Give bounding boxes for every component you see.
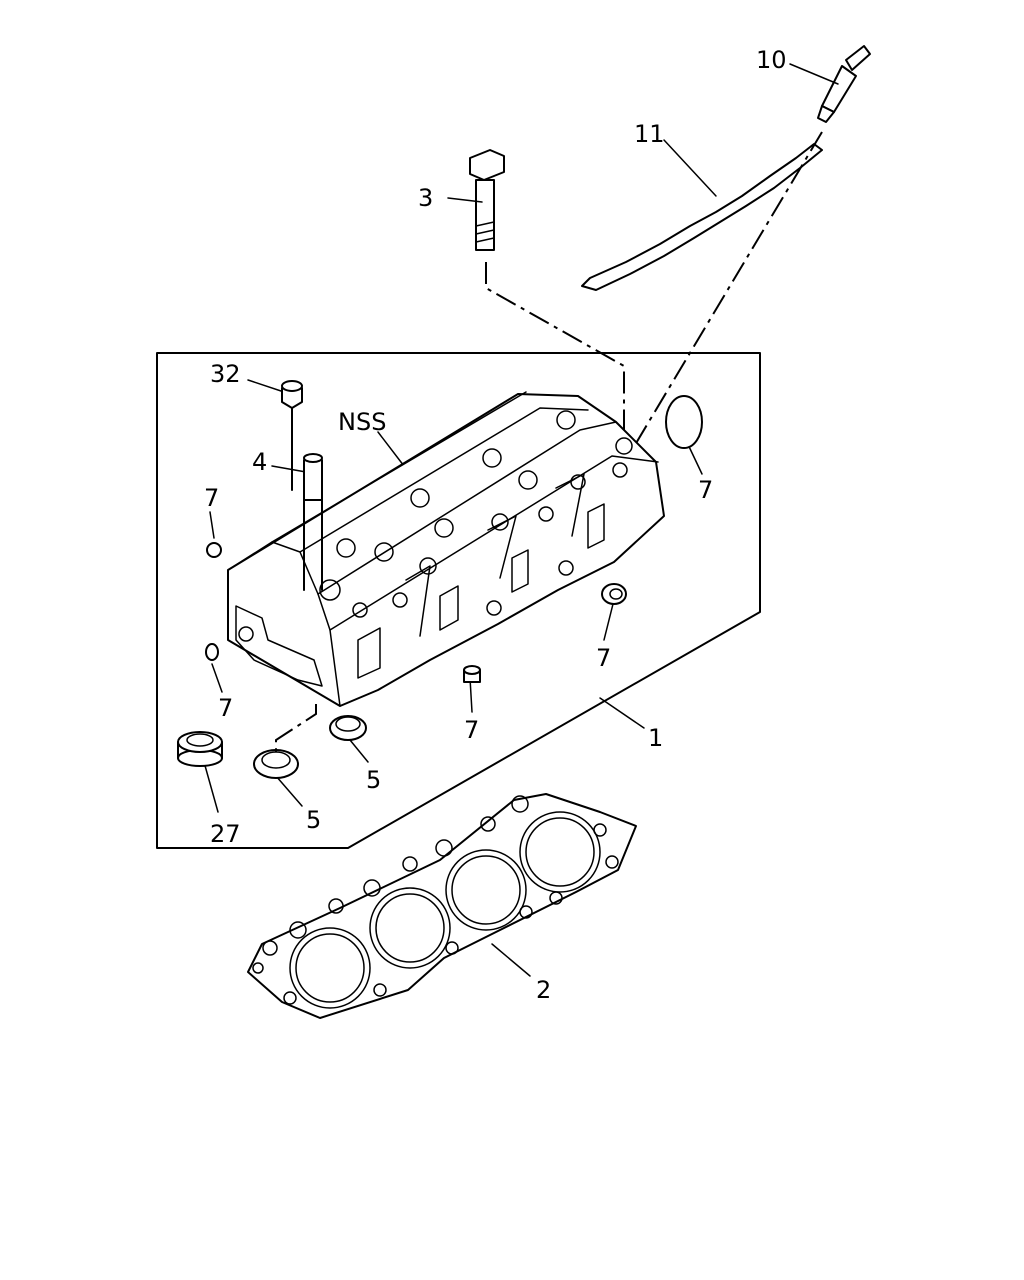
valve-seat-insert-lower bbox=[253, 749, 299, 779]
callout-head-gasket: 2 bbox=[536, 976, 551, 1004]
valve-stem-cap bbox=[281, 380, 303, 491]
cylinder-head bbox=[227, 391, 665, 707]
callout-glow-plug: 10 bbox=[756, 46, 787, 74]
callout-head-bolt: 3 bbox=[418, 184, 433, 212]
callout-stem-cap: 32 bbox=[210, 360, 241, 388]
callout-seat-upper: 5 bbox=[366, 766, 381, 794]
callout-plug-front: 7 bbox=[218, 694, 233, 722]
head-gasket bbox=[247, 793, 637, 1019]
callout-plug-side: 7 bbox=[596, 644, 611, 672]
callout-valve-guide: 4 bbox=[252, 448, 267, 476]
callout-nss: NSS bbox=[338, 408, 386, 436]
valve-guide bbox=[303, 453, 323, 591]
callout-plug-top: 7 bbox=[204, 484, 219, 512]
plug-alignment-line bbox=[619, 131, 823, 471]
expansion-plug-front bbox=[205, 643, 219, 661]
glow-plug bbox=[817, 45, 871, 123]
assembly-bracket-frame bbox=[156, 352, 761, 849]
callout-cylinder-head: 1 bbox=[648, 724, 663, 752]
expansion-plug-large bbox=[665, 395, 703, 449]
callout-seat-lower: 5 bbox=[306, 806, 321, 834]
head-bolt bbox=[469, 149, 505, 251]
valve-seat-insert-upper bbox=[329, 715, 367, 741]
expansion-plug-side bbox=[601, 583, 627, 605]
callout-plug-bottom: 7 bbox=[464, 716, 479, 744]
callout-seal-cup: 27 bbox=[210, 820, 241, 848]
seat-alignment-line bbox=[275, 704, 317, 756]
bolt-alignment-line bbox=[485, 262, 625, 440]
callout-connector-plate: 11 bbox=[634, 120, 665, 148]
seal-cup bbox=[177, 731, 223, 767]
expansion-plug-bottom bbox=[463, 665, 481, 683]
glow-plug-connector-plate bbox=[581, 143, 823, 291]
callout-plug-large: 7 bbox=[698, 476, 713, 504]
expansion-plug bbox=[206, 542, 222, 558]
